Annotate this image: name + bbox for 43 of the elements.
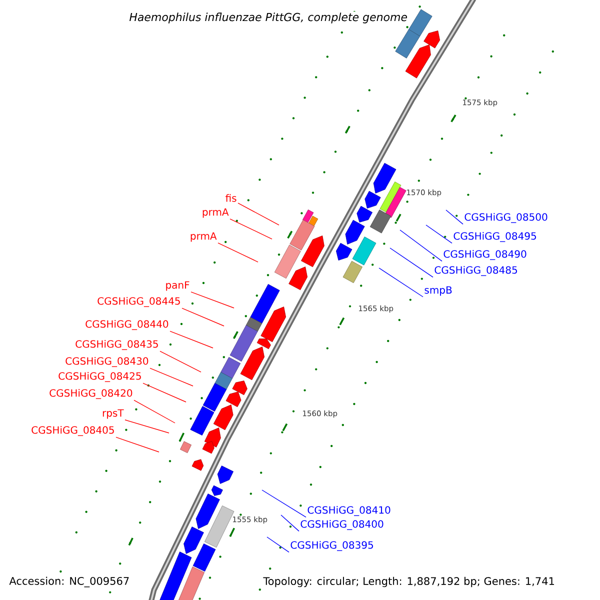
gene-label: CGSHiGG_08420 xyxy=(50,389,132,399)
leader-line xyxy=(190,292,234,308)
leader-line xyxy=(390,248,434,278)
leader-line xyxy=(134,400,176,424)
leader-line xyxy=(170,330,214,348)
leader-line xyxy=(400,230,442,262)
leader-line xyxy=(266,536,290,553)
leader-line xyxy=(378,268,424,298)
gene-label: CGSHiGG_08400 xyxy=(300,520,384,530)
gene-label: prmA xyxy=(202,208,229,218)
gene-label: rpsT xyxy=(102,409,124,419)
gene-label: smpB xyxy=(424,286,452,296)
gene-label: CGSHiGG_08485 xyxy=(434,266,518,276)
gene-label: CGSHiGG_08425 xyxy=(58,372,141,382)
leader-line xyxy=(218,242,258,262)
leader-line xyxy=(426,224,452,244)
gene-label: CGSHiGG_08440 xyxy=(86,320,168,330)
title: Haemophilus influenzae PittGG, complete genome xyxy=(128,12,408,24)
footer-text: Accession: NC_009567 xyxy=(9,576,129,588)
gene-label: CGSHiGG_08430 xyxy=(66,357,148,367)
gene-label: CGSHiGG_08435 xyxy=(76,340,158,350)
gene-label: prmA xyxy=(190,232,217,242)
gene-label: CGSHiGG_08395 xyxy=(290,541,373,551)
leader-line xyxy=(142,382,186,402)
gene-label: CGSHiGG_08495 xyxy=(454,232,536,242)
gene-label: fis xyxy=(226,194,236,202)
leader-line xyxy=(150,368,194,386)
leader-line xyxy=(182,308,224,326)
gene-label: CGSHiGG_08500 xyxy=(464,213,548,223)
gene-label: CGSHiGG_08445 xyxy=(98,297,180,307)
gene-label: CGSHiGG_08405 xyxy=(32,426,114,436)
leader-line xyxy=(124,420,170,434)
gene-label: CGSHiGG_08490 xyxy=(444,250,526,260)
leader-line xyxy=(280,514,300,532)
leader-line xyxy=(160,350,202,372)
leader-line xyxy=(230,218,272,240)
gene-label: CGSHiGG_08410 xyxy=(308,506,390,516)
footer-text: Topology: circular; Length: 1,887,192 bp; Genes: 1,741 xyxy=(263,576,554,588)
leader-line xyxy=(116,436,160,452)
leader-line xyxy=(262,490,306,518)
gene-label: panF xyxy=(166,281,190,291)
leader-line xyxy=(446,210,464,225)
leader-line xyxy=(238,202,280,226)
